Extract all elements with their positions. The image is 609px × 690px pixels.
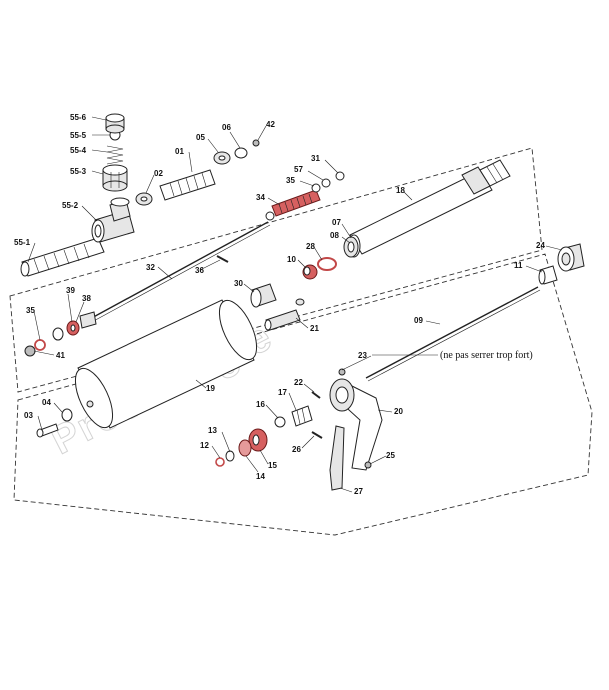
part-35-red-ring [34, 339, 46, 351]
label-35-top: 35 [286, 176, 295, 185]
part-55-1-threaded-tube [20, 237, 105, 277]
label-06: 06 [222, 123, 231, 132]
label-24: 24 [536, 241, 545, 250]
label-02: 02 [154, 169, 163, 178]
label-10: 10 [287, 255, 296, 264]
part-41-nut [24, 345, 36, 357]
part-42-small-screw [252, 139, 260, 147]
label-55-3: 55-3 [70, 167, 87, 176]
part-21-nipple [264, 309, 301, 331]
label-15: 15 [268, 461, 277, 470]
label-57: 57 [294, 165, 303, 174]
part-35-ring-upper [265, 211, 275, 221]
part-14-red-washer [238, 439, 252, 457]
label-55-2: 55-2 [62, 201, 79, 210]
label-35-left: 35 [26, 306, 35, 315]
part-38-red-seal [66, 320, 80, 336]
part-39-washer [52, 327, 64, 341]
label-55-5: 55-5 [70, 131, 87, 140]
label-39: 39 [66, 286, 75, 295]
label-04: 04 [42, 398, 51, 407]
label-34: 34 [256, 193, 265, 202]
label-55-4: 55-4 [70, 146, 87, 155]
part-11-sleeve [538, 265, 558, 285]
label-27: 27 [354, 487, 363, 496]
label-28: 28 [306, 242, 315, 251]
label-07: 07 [332, 218, 341, 227]
part-32-plunger-rod [79, 221, 271, 329]
part-35-ring-top [311, 183, 321, 193]
label-18: 18 [396, 186, 405, 195]
part-18-barrel-tube [343, 159, 511, 258]
label-01: 01 [175, 147, 184, 156]
part-19-grease-barrel [74, 299, 258, 429]
label-08: 08 [330, 231, 339, 240]
part-24-end-cap [557, 243, 585, 272]
part-36-pin [216, 255, 229, 263]
label-38: 38 [82, 294, 91, 303]
part-12-red-ring [215, 457, 225, 467]
label-30: 30 [234, 279, 243, 288]
label-55-6: 55-6 [70, 113, 87, 122]
label-41: 41 [56, 351, 65, 360]
part-02-hex-nut [135, 192, 153, 206]
part-27-lever [329, 425, 345, 491]
part-01-threaded-nipple [159, 169, 216, 201]
label-36: 36 [195, 266, 204, 275]
label-13: 13 [208, 426, 217, 435]
part-03-screw [36, 423, 59, 438]
part-15-red-housing [248, 428, 268, 452]
part-06-ring [234, 147, 248, 159]
part-17-spring [291, 405, 313, 427]
label-32: 32 [146, 263, 155, 272]
tightening-note: (ne pas serrer trop fort) [440, 350, 533, 361]
label-21: 21 [310, 324, 319, 333]
part-55-6-cap [105, 113, 125, 134]
part-26-pin [311, 431, 323, 439]
leader-lines [27, 116, 563, 493]
part-labels: 55-6 55-5 55-4 55-3 55-2 55-1 02 05 01 0… [14, 113, 545, 496]
label-22: 22 [294, 378, 303, 387]
label-19: 19 [206, 384, 215, 393]
part-16-disc [274, 416, 286, 428]
part-31-ring [335, 171, 345, 181]
label-17: 17 [278, 388, 287, 397]
label-55-1: 55-1 [14, 238, 31, 247]
lower-assembly-frame [13, 253, 593, 536]
label-23: 23 [358, 351, 367, 360]
label-26: 26 [292, 445, 301, 454]
label-03: 03 [24, 411, 33, 420]
part-30-fitting [250, 283, 305, 308]
label-25: 25 [386, 451, 395, 460]
label-09: 09 [414, 316, 423, 325]
part-57-ring [321, 178, 331, 188]
part-10-red-plug [302, 264, 318, 280]
part-28-red-ring [317, 257, 337, 271]
label-05: 05 [196, 133, 205, 142]
part-22-screw [311, 391, 321, 399]
part-55-2-tee-fitting [91, 197, 135, 243]
part-55-4-spring [106, 145, 124, 165]
label-11: 11 [514, 261, 523, 270]
label-42: 42 [266, 120, 275, 129]
label-16: 16 [256, 400, 265, 409]
part-25-pin [364, 461, 372, 469]
part-55-3-nut [102, 164, 128, 192]
part-05-hex-nut [213, 151, 231, 165]
part-04-washer [61, 408, 73, 422]
label-31: 31 [311, 154, 320, 163]
part-20-handle-body [329, 368, 383, 471]
upper-assembly-frame [9, 147, 543, 393]
label-20: 20 [394, 407, 403, 416]
part-13-ring [225, 450, 235, 462]
part-09-long-rod [365, 286, 541, 382]
part-34-red-spring [271, 189, 321, 217]
label-14: 14 [256, 472, 265, 481]
label-12: 12 [200, 441, 209, 450]
